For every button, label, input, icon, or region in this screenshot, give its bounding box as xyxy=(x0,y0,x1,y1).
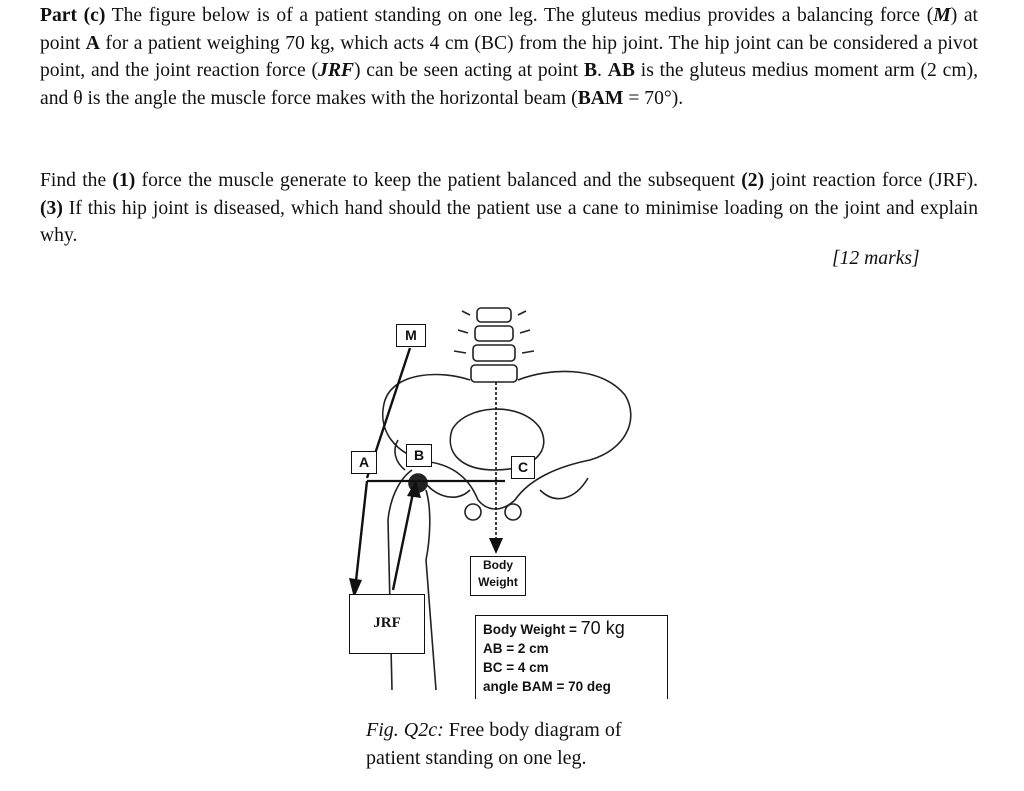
spine-drawing xyxy=(453,307,535,383)
muscle-force-arrow xyxy=(353,480,369,591)
label-b: B xyxy=(406,444,432,467)
label-c: C xyxy=(511,456,535,479)
label-m: M xyxy=(396,324,426,347)
question-paragraph-1: Part (c) The figure below is of a patien… xyxy=(40,5,978,109)
body-weight-label: Body Weight xyxy=(470,556,526,596)
jrf-arrow xyxy=(391,487,416,591)
pelvis-drawing xyxy=(382,370,632,521)
marks-label: [12 marks] xyxy=(832,248,920,269)
given-data-box: Body Weight = 70 kg AB = 2 cm BC = 4 cm … xyxy=(475,615,668,699)
figure-caption: Fig. Q2c: Free body diagram of patient s… xyxy=(366,719,622,769)
label-a: A xyxy=(351,451,377,474)
jrf-label-box: JRF xyxy=(349,594,425,654)
question-paragraph-2: Find the (1) force the muscle generate t… xyxy=(40,170,978,246)
